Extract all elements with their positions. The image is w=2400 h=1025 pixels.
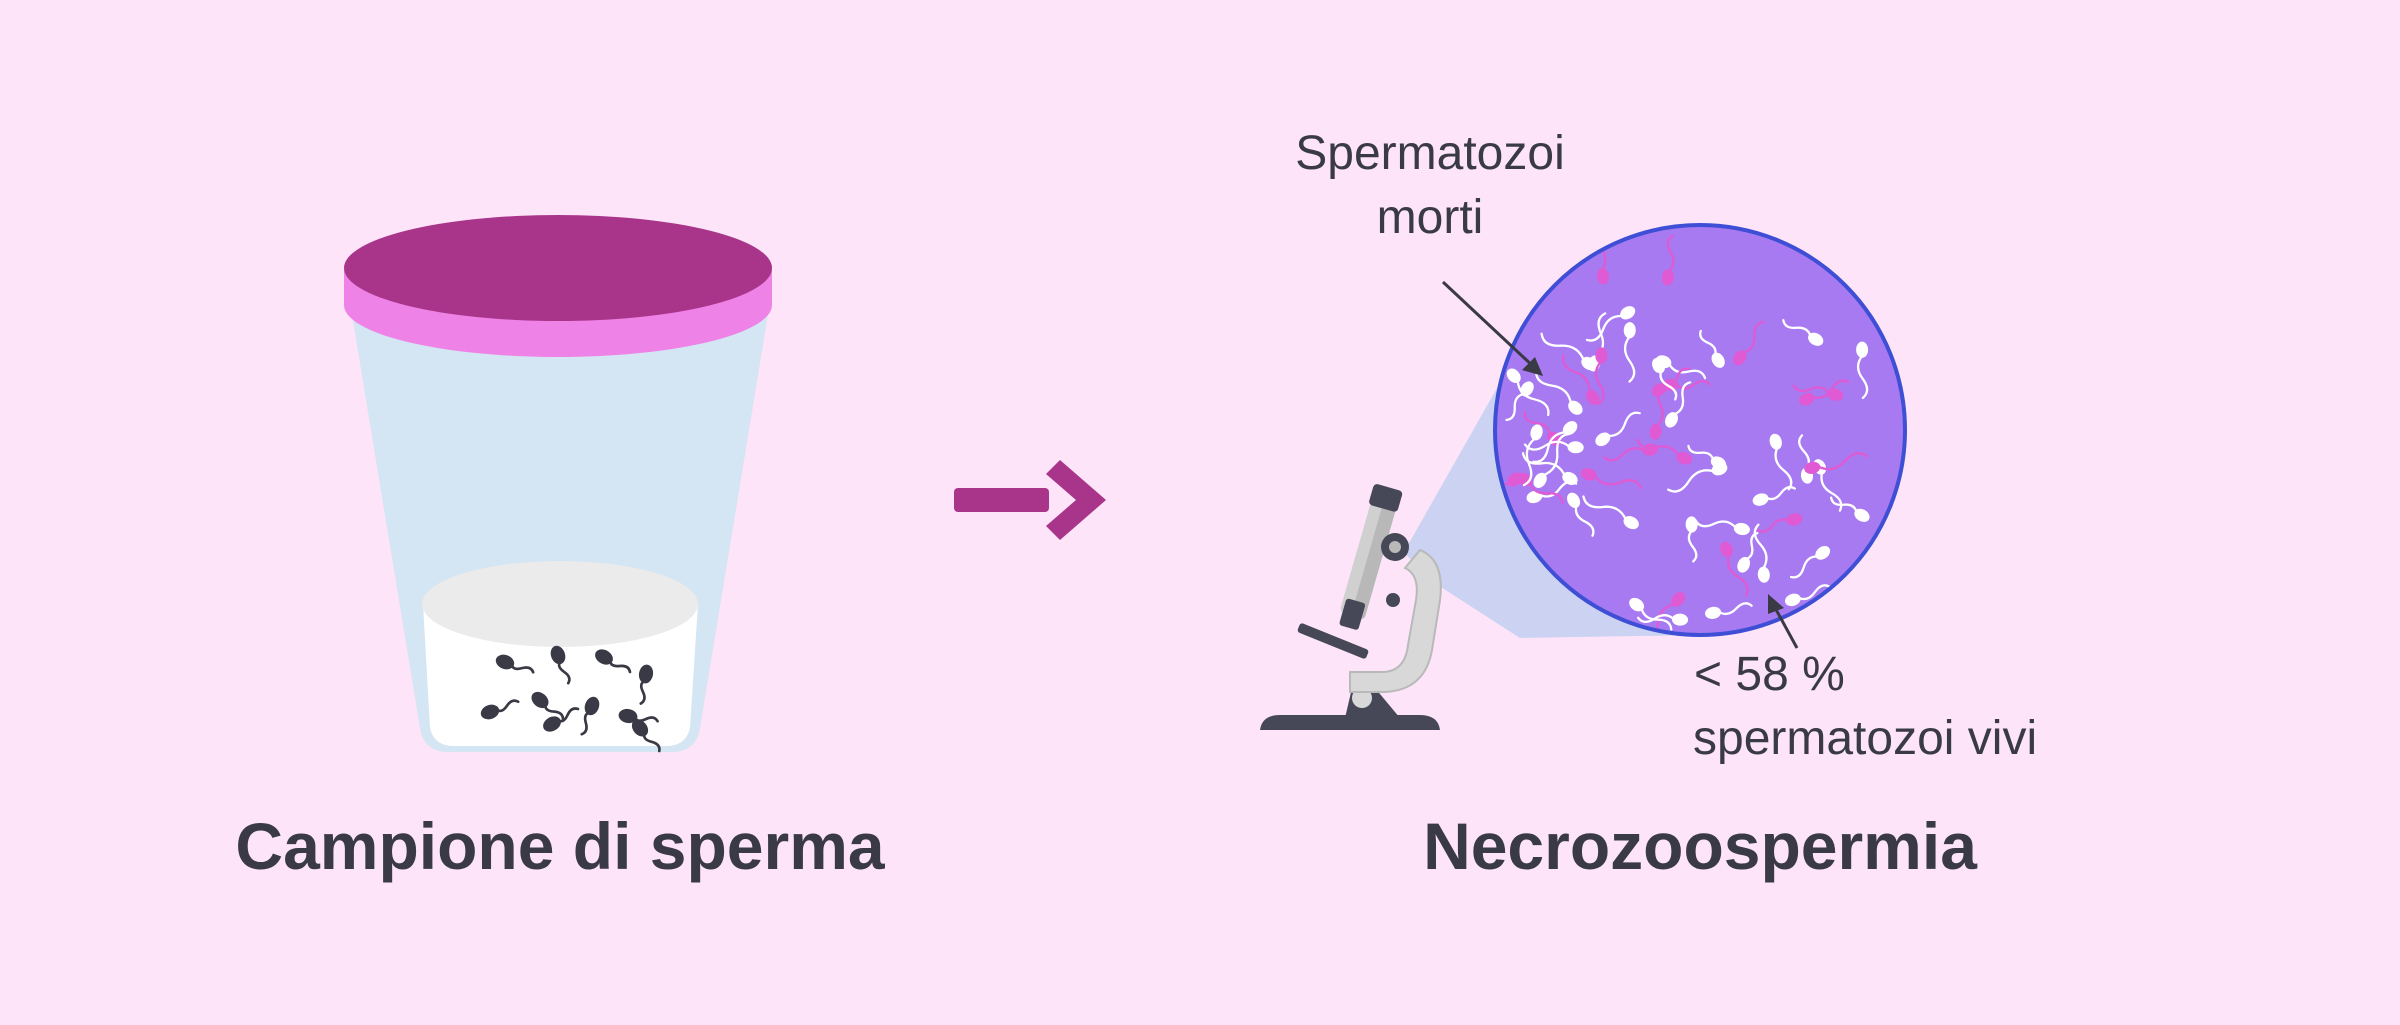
live-sperm (1540, 332, 1597, 371)
dead-sperm (1636, 438, 1693, 465)
arrow-right-icon (954, 460, 1106, 540)
live-sperm (1784, 584, 1831, 607)
live-sperm (1523, 440, 1584, 454)
label-alive-line2: spermatozoi vivi (1693, 712, 2038, 765)
lid-top (344, 215, 772, 321)
live-sperm (1629, 597, 1673, 631)
right-caption: Necrozoospermia (1423, 809, 1977, 883)
live-sperm (1687, 444, 1727, 470)
live-sperm (1533, 432, 1570, 488)
dead-sperm (1756, 513, 1803, 533)
live-sperm (1506, 368, 1550, 417)
label-alive-sperm: < 58 % spermatozoi vivi (1640, 643, 2080, 771)
dead-sperm (1720, 541, 1749, 597)
sample-sperm-group (480, 645, 661, 753)
magnified-view-icon (1493, 223, 1907, 637)
live-sperm (1595, 411, 1641, 447)
live-sperm (1567, 492, 1595, 537)
live-sperm (1699, 329, 1725, 368)
live-sperm (1769, 433, 1793, 491)
magnified-sperm-group (1495, 225, 1870, 635)
sample-sperm (595, 649, 632, 674)
live-sperm (1526, 480, 1578, 504)
dead-sperm (1798, 379, 1850, 406)
left-caption: Campione di sperma (235, 809, 885, 883)
live-sperm (1652, 357, 1678, 401)
dead-sperm (1792, 384, 1844, 401)
sample-sperm (631, 719, 661, 753)
live-sperm (1522, 424, 1543, 487)
label-dead-line2: morti (1376, 191, 1484, 244)
sample-sperm (531, 691, 565, 721)
sample-sperm (638, 664, 654, 705)
live-sperm (1856, 341, 1869, 399)
live-sperm (1582, 495, 1639, 530)
live-sperm (1623, 322, 1636, 383)
sample-sperm (543, 707, 580, 732)
live-sperm (1782, 318, 1824, 346)
live-sperm (1737, 531, 1759, 573)
live-sperm (1830, 496, 1870, 522)
live-sperm (1585, 306, 1636, 342)
microscope-icon (1260, 484, 1442, 730)
dead-sperm (1733, 320, 1766, 366)
label-dead-line1: Spermatozoi (1295, 127, 1565, 180)
sample-cup-icon (344, 215, 772, 753)
sample-sperm (495, 654, 535, 674)
label-dead-sperm: Spermatozoi morti (1270, 122, 1590, 250)
dead-sperm (1661, 234, 1675, 286)
pointer-alive (1768, 594, 1799, 649)
live-sperm (1753, 523, 1770, 583)
live-sperm (1535, 369, 1583, 415)
pointer-dead (1441, 280, 1543, 376)
sample-sperm (480, 699, 520, 720)
live-sperm (1705, 602, 1753, 619)
dead-sperm (1804, 452, 1868, 474)
label-alive-line1: < 58 % (1694, 648, 1845, 701)
live-sperm (1532, 421, 1578, 464)
dead-sperm (1594, 347, 1608, 405)
live-sperm (1694, 519, 1750, 536)
dead-sperm (1580, 468, 1643, 489)
dead-sperm (1642, 592, 1686, 635)
live-sperm (1665, 381, 1692, 428)
cup-liquid-surface (422, 561, 698, 647)
sample-sperm (550, 645, 571, 685)
live-sperm (1789, 546, 1831, 579)
sample-sperm (580, 696, 600, 736)
dead-sperm (1562, 354, 1600, 405)
